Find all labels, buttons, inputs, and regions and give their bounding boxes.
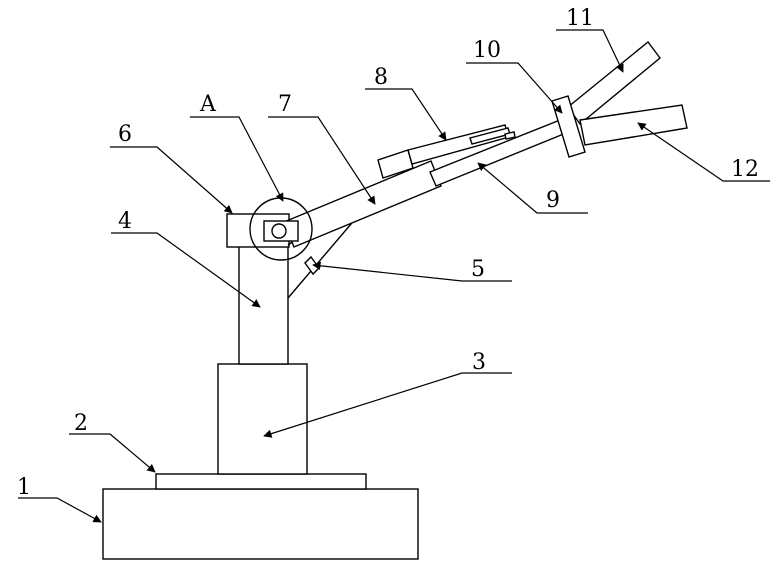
label-6: 6	[118, 122, 132, 147]
main-arm	[284, 161, 441, 247]
actuator-tip	[505, 132, 515, 139]
leader-8	[365, 89, 446, 140]
label-11: 11	[566, 6, 594, 31]
lower-column	[218, 364, 307, 474]
label-a: A	[199, 92, 217, 117]
label-1: 1	[17, 475, 31, 500]
leader-6	[110, 147, 232, 213]
label-9: 9	[546, 188, 560, 213]
leader-9	[478, 163, 588, 213]
base-block	[103, 489, 418, 559]
leader-10	[466, 63, 562, 113]
pivot-pin	[272, 224, 286, 238]
label-2: 2	[74, 411, 88, 436]
label-7: 7	[278, 92, 292, 117]
label-4: 4	[118, 209, 132, 234]
label-10: 10	[473, 38, 501, 63]
leader-1	[18, 498, 101, 522]
upper-column	[239, 246, 288, 364]
label-3: 3	[472, 350, 486, 375]
base-plate	[156, 474, 366, 489]
label-12: 12	[731, 157, 759, 182]
leader-2	[69, 434, 155, 472]
leader-11	[556, 30, 623, 72]
label-5: 5	[471, 257, 485, 282]
label-8: 8	[374, 65, 388, 90]
